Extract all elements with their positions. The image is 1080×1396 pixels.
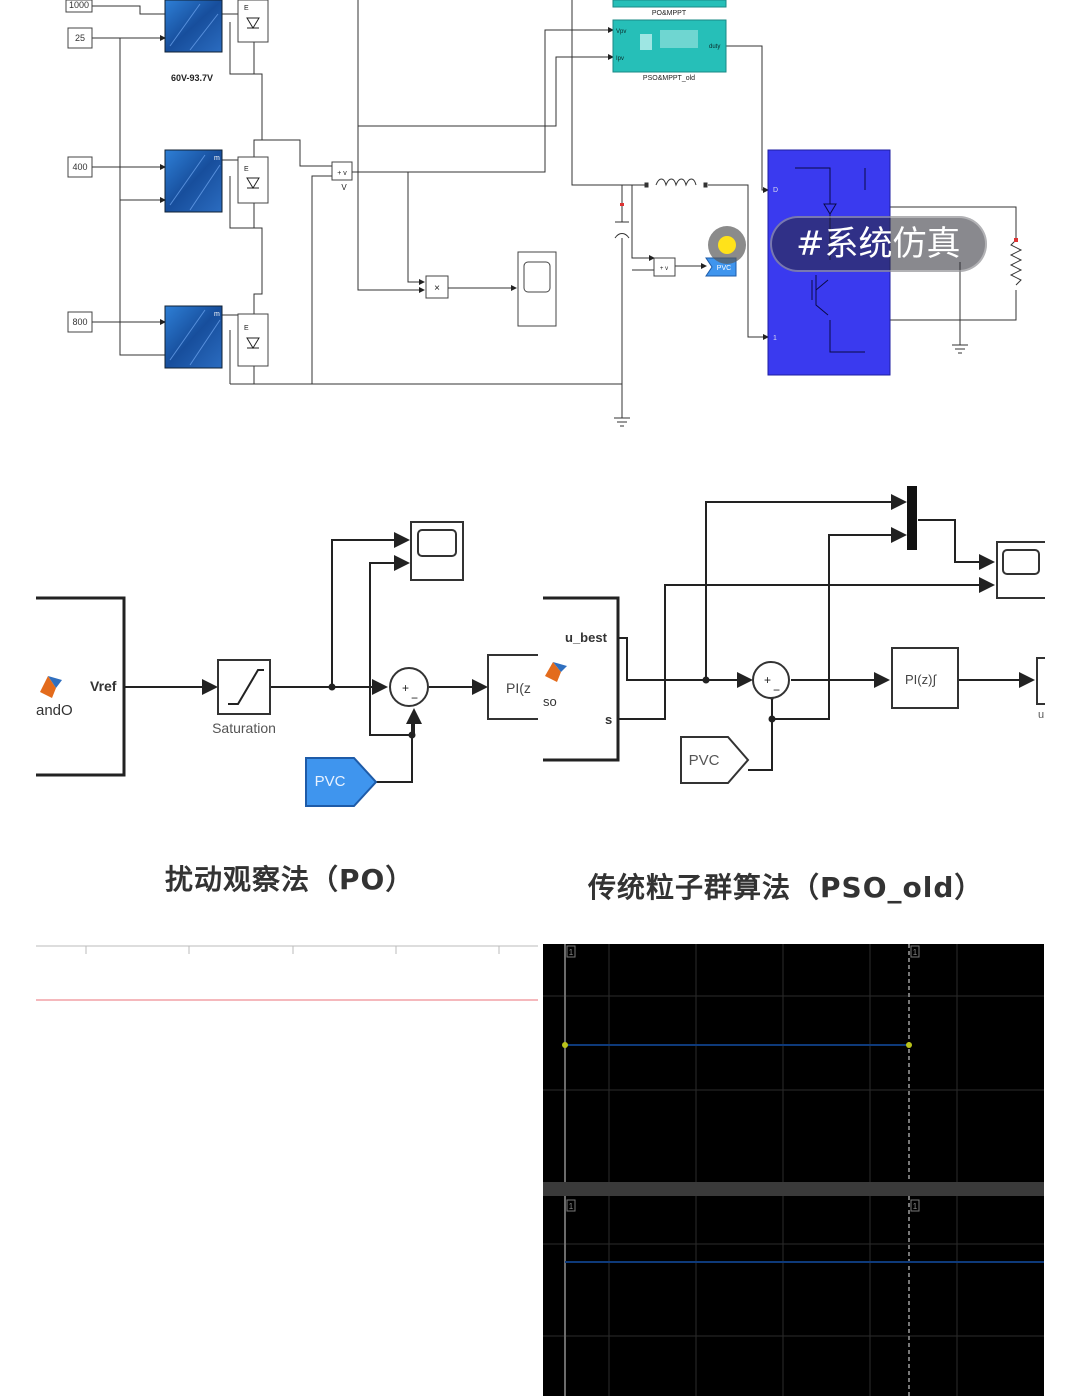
svg-text:PVC: PVC (315, 773, 346, 790)
pso-controller-diagram: so u_best s + − PI(z)∫ u PVC (543, 486, 1045, 784)
po-controller-diagram: andO Vref Saturation + − PI(z PVC (36, 521, 538, 807)
svg-text:+: + (764, 673, 771, 687)
pso-func-text: so (543, 694, 557, 709)
svg-text:1: 1 (773, 335, 777, 342)
scope-divider (543, 1182, 1044, 1196)
tag-indicator (708, 226, 746, 264)
pi-block-po[interactable]: PI(z (487, 654, 538, 720)
svg-text:Ipv: Ipv (616, 56, 624, 62)
svg-text:D: D (773, 187, 778, 194)
svg-text:PVC: PVC (689, 752, 720, 769)
pvc-from-pso[interactable]: PVC (680, 736, 750, 784)
voltmeter-label: V (341, 183, 347, 192)
cursor-marker-1: 1 (569, 948, 574, 957)
constant-400: 400 (72, 162, 87, 172)
pvc-from-po[interactable]: PVC (305, 757, 378, 807)
svg-text:+: + (402, 681, 409, 695)
constant-1000: 1000 (69, 0, 89, 10)
scope-block-pso[interactable] (996, 541, 1045, 599)
scope-block-top[interactable] (517, 251, 557, 327)
pv-array-1[interactable] (164, 0, 223, 53)
svg-text:PI(z)∫: PI(z)∫ (905, 672, 937, 687)
tag-indicator-dot (718, 236, 736, 254)
mux-block[interactable] (907, 486, 917, 550)
diode-port-e-2: E (244, 166, 249, 173)
svg-text:−: − (411, 691, 418, 705)
sum-block-po[interactable]: + − (389, 667, 429, 707)
constant-800: 800 (72, 317, 87, 327)
constant-25: 25 (75, 33, 85, 43)
svg-text:−: − (773, 683, 780, 697)
u-best-label: u_best (565, 630, 608, 645)
diode-port-e: E (244, 5, 249, 12)
svg-text:Vpv: Vpv (616, 29, 626, 35)
pv-port-m-3: m (214, 311, 220, 318)
oscilloscope-view: 1 1 1 1 (543, 944, 1044, 1396)
diode-port-e-3: E (244, 325, 249, 332)
po-func-text: andO (36, 702, 73, 719)
cursor-marker-3: 1 (569, 1202, 574, 1211)
inductor (644, 178, 708, 188)
po-caption: 扰动观察法（PO） (165, 863, 415, 896)
saturation-block[interactable] (217, 659, 271, 715)
pv-array-label: 60V-93.7V (171, 73, 213, 83)
load-resistor (1009, 238, 1023, 286)
svg-text:PI(z: PI(z (506, 680, 531, 696)
pso-caption: 传统粒子群算法（PSO_old） (588, 871, 984, 904)
product-block: × (434, 283, 440, 294)
hashtag-overlay[interactable]: #系统仿真 (770, 216, 987, 272)
pv-array-2[interactable]: m (164, 149, 223, 213)
cursor-marker-4: 1 (913, 1202, 918, 1211)
svg-text:+ v: + v (660, 266, 668, 272)
s-port-label: s (605, 712, 612, 727)
saturation-label: Saturation (212, 720, 276, 736)
scope-block-po[interactable] (410, 521, 464, 581)
pso-mppt-subsystem[interactable]: Vpv Ipv duty (612, 19, 727, 73)
pso-out-fragment: u (1038, 709, 1044, 721)
light-plot-area (36, 940, 538, 1396)
po-mppt-label: PO&MPPT (652, 10, 687, 17)
svg-text:+ v: + v (337, 170, 347, 177)
pso-mppt-label: PSO&MPPT_old (643, 75, 695, 82)
svg-text:duty: duty (709, 44, 720, 50)
cursor-marker-2: 1 (913, 948, 918, 957)
sum-block-pso[interactable]: + − (752, 661, 790, 699)
pi-block-pso[interactable]: PI(z)∫ (891, 647, 959, 709)
pv-array-3[interactable]: m (164, 305, 223, 369)
capacitor (614, 203, 630, 239)
pv-port-m: m (214, 155, 220, 162)
po-vref-label: Vref (90, 678, 117, 694)
svg-text:PVC: PVC (717, 265, 731, 272)
